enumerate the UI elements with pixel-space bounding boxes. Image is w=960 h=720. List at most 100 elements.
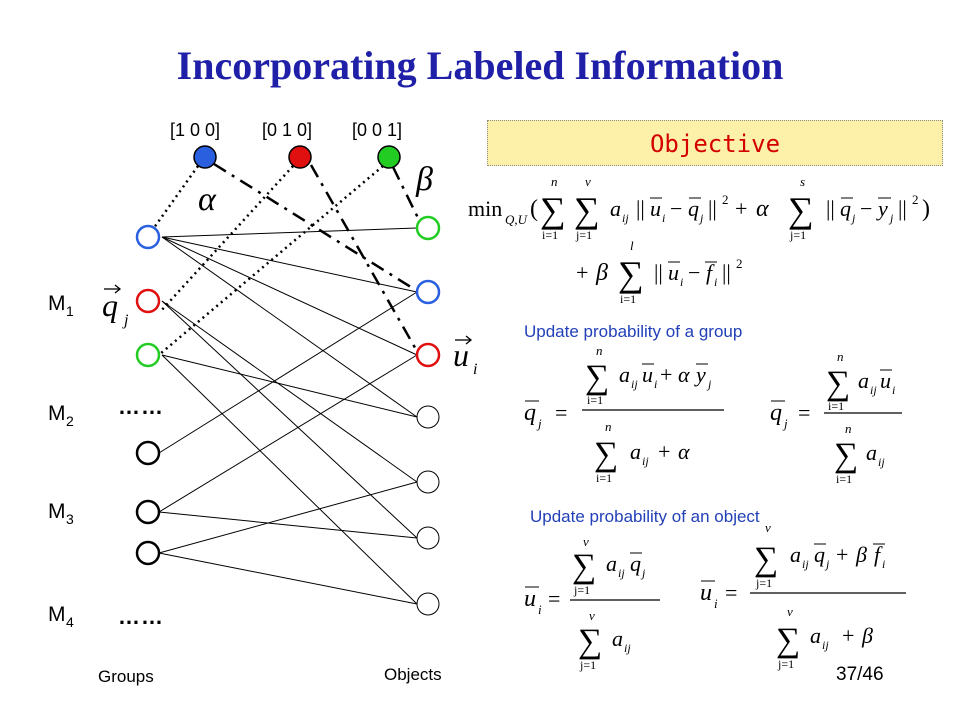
svg-text:i: i (538, 602, 542, 617)
svg-text:u: u (700, 580, 712, 606)
svg-text:q: q (840, 196, 851, 221)
svg-text:||: || (826, 196, 835, 221)
group-node (135, 440, 161, 466)
svg-text:∑: ∑ (826, 365, 850, 402)
group-node (135, 540, 161, 566)
svg-text:u: u (650, 196, 661, 221)
object-node (415, 279, 441, 305)
svg-text:n: n (596, 343, 603, 358)
svg-text:+: + (576, 260, 588, 285)
svg-text:∑: ∑ (834, 437, 858, 474)
svg-text:ij: ij (624, 641, 631, 655)
svg-text:M: M (48, 292, 66, 315)
svg-text:α: α (756, 196, 769, 222)
svg-text:∑: ∑ (618, 254, 644, 294)
svg-text:i=1: i=1 (542, 228, 558, 242)
svg-text:||: || (898, 196, 907, 221)
svg-text:j: j (536, 416, 542, 431)
m1-label: M 1 (48, 292, 74, 319)
svg-text:y: y (876, 196, 888, 221)
object-node (415, 342, 441, 368)
svg-text:n: n (845, 421, 852, 436)
label-vector-2: [0 1 0] (262, 120, 312, 140)
prior-links (213, 162, 421, 354)
svg-text:i: i (473, 361, 477, 378)
svg-text:u: u (524, 586, 536, 612)
svg-text:i: i (654, 377, 657, 391)
slide-title: Incorporating Labeled Information (176, 43, 784, 88)
svg-text:∑: ∑ (572, 548, 596, 585)
svg-text:f: f (874, 542, 883, 567)
svg-text:a: a (858, 368, 869, 393)
beta-symbol: β (415, 161, 433, 198)
svg-text:q: q (814, 542, 825, 567)
svg-text:a: a (619, 362, 630, 387)
svg-text:i=1: i=1 (620, 292, 636, 306)
svg-text:j: j (888, 211, 894, 225)
svg-text:a: a (810, 623, 821, 648)
svg-text:−: − (688, 260, 700, 285)
svg-text:M: M (48, 402, 66, 425)
svg-text:2: 2 (722, 192, 729, 207)
svg-text:+: + (836, 542, 848, 567)
svg-text:j: j (122, 312, 129, 329)
svg-text:j: j (850, 211, 856, 225)
svg-text:+: + (842, 623, 854, 648)
svg-text:i=1: i=1 (828, 399, 844, 413)
svg-text:u: u (642, 362, 653, 387)
svg-text:∑: ∑ (585, 359, 609, 396)
svg-text:a: a (790, 542, 801, 567)
label-node-green (377, 145, 401, 169)
svg-text:a: a (866, 440, 877, 465)
label-vector-1: [1 0 0] (170, 120, 220, 140)
svg-text:u: u (880, 368, 891, 393)
object-node (416, 470, 440, 494)
svg-text:v: v (585, 174, 591, 189)
object-update-caption: Update probability of an object (530, 507, 760, 526)
svg-text:M: M (48, 500, 66, 523)
svg-text:4: 4 (66, 614, 74, 630)
svg-text:||: || (636, 196, 645, 221)
svg-text:j: j (824, 557, 830, 571)
svg-text:j=1: j=1 (789, 228, 806, 242)
svg-text:j=1: j=1 (777, 657, 794, 671)
svg-text:v: v (583, 534, 589, 549)
svg-text:n: n (605, 419, 612, 434)
m2-label: M 2 (48, 402, 74, 429)
label-vector-3: [0 0 1] (352, 120, 402, 140)
label-links (149, 165, 384, 355)
svg-text:ij: ij (642, 454, 649, 468)
svg-text:−: − (860, 196, 872, 221)
svg-text:ij: ij (870, 383, 877, 397)
svg-text:i: i (892, 383, 895, 397)
svg-text:=: = (548, 586, 560, 611)
groups-label: Groups (98, 667, 154, 686)
svg-text:): ) (922, 196, 930, 222)
group-object-edges (158, 227, 418, 605)
ellipsis-m2: …… (118, 394, 164, 419)
label-node-blue (193, 145, 217, 169)
ellipsis-m4: …… (118, 604, 164, 629)
svg-text:a: a (610, 196, 621, 221)
page-number: 37/46 (836, 664, 884, 685)
svg-text:i=1: i=1 (836, 472, 852, 486)
svg-text:min: min (468, 196, 502, 221)
group-node (135, 342, 161, 368)
group-update-formula-1: q j = ∑ n i=1 a ij u i + α y j ∑ n i=1 a… (524, 343, 724, 485)
svg-text:j: j (640, 566, 646, 580)
svg-text:||: || (722, 260, 731, 285)
svg-text:i=1: i=1 (596, 471, 612, 485)
svg-text:a: a (612, 626, 623, 651)
svg-text:||: || (654, 260, 663, 285)
object-node (415, 215, 441, 241)
svg-text:∑: ∑ (540, 190, 566, 230)
svg-text:i: i (714, 275, 717, 289)
svg-text:q: q (770, 400, 782, 426)
svg-text:j=1: j=1 (755, 576, 772, 590)
svg-text:∑: ∑ (594, 436, 618, 473)
svg-text:ij: ij (802, 557, 809, 571)
svg-text:i: i (882, 557, 885, 571)
svg-text:a: a (630, 439, 641, 464)
svg-text:ij: ij (631, 377, 638, 391)
svg-text:n: n (837, 349, 844, 364)
